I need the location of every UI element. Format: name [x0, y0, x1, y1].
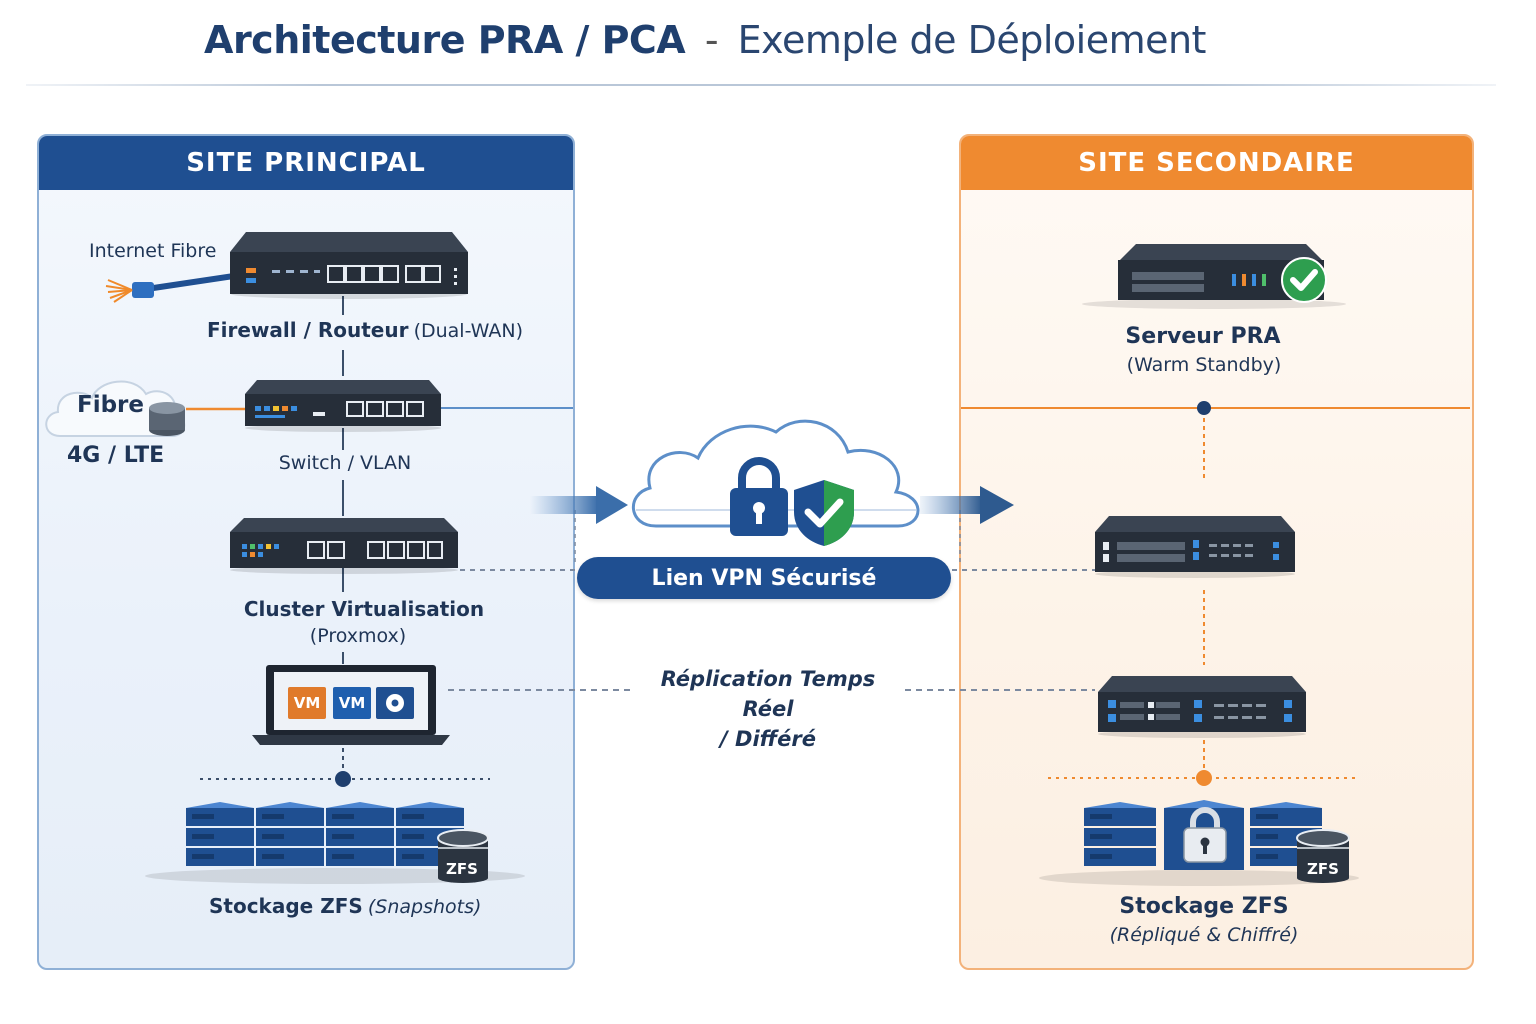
title-divider	[26, 84, 1496, 86]
modem-4g-icon	[146, 400, 188, 438]
zfs-disk-icon	[1295, 828, 1351, 884]
cluster-server-device[interactable]	[228, 516, 460, 574]
site-secondaire-header: SITE SECONDAIRE	[961, 136, 1472, 190]
firewall-detail: (Dual-WAN)	[413, 320, 524, 342]
storage-primary-label: Stockage ZFS (Snapshots)	[209, 894, 481, 918]
firewall-router-device[interactable]	[228, 230, 470, 300]
storage-primary-name: Stockage ZFS	[209, 894, 363, 918]
gear-icon[interactable]	[376, 687, 414, 719]
cluster-detail: (Proxmox)	[309, 625, 407, 647]
check-badge-icon	[1280, 256, 1328, 304]
firewall-name: Firewall / Routeur	[207, 318, 409, 342]
replication-line1: Réplication Temps Réel	[660, 667, 876, 721]
lock-icon	[1182, 806, 1228, 864]
title-subtitle: Exemple de Déploiement	[737, 18, 1207, 62]
lock-icon	[728, 456, 790, 538]
storage-secondary-detail: (Répliqué & Chiffré)	[1109, 924, 1299, 946]
title-bold: Architecture PRA / PCA	[204, 18, 686, 62]
secondary-storage-server-device[interactable]	[1096, 674, 1308, 740]
storage-secondary-name: Stockage ZFS	[1119, 894, 1289, 919]
secondary-compute-device[interactable]	[1093, 514, 1297, 580]
fiber-cable-icon	[104, 270, 234, 310]
shield-check-icon	[790, 478, 858, 548]
title-separator: -	[704, 18, 719, 62]
switch-label: Switch / VLAN	[278, 452, 412, 474]
pra-server-detail: (Warm Standby)	[1126, 354, 1282, 376]
pra-server-name: Serveur PRA	[1125, 324, 1281, 349]
cluster-name: Cluster Virtualisation	[243, 597, 485, 621]
vm-icon[interactable]: VM	[333, 687, 371, 719]
page-title: Architecture PRA / PCA - Exemple de Dépl…	[0, 18, 1410, 62]
storage-block-icon	[1034, 798, 1364, 888]
vpn-link-label: Lien VPN Sécurisé	[577, 557, 951, 599]
switch-device[interactable]	[243, 378, 443, 432]
replication-label: Réplication Temps Réel / Différé	[635, 664, 901, 754]
wan-fibre-label: Fibre	[77, 392, 145, 418]
site-principal-header: SITE PRINCIPAL	[39, 136, 573, 190]
zfs-badge-primary: ZFS	[446, 860, 478, 878]
zfs-disk-icon	[436, 828, 490, 884]
internet-fibre-label: Internet Fibre	[89, 240, 217, 262]
storage-primary-detail: (Snapshots)	[367, 896, 482, 918]
vm-icon[interactable]: VM	[288, 687, 326, 719]
replication-line2: / Différé	[720, 727, 816, 751]
wan-backup-label: 4G / LTE	[67, 443, 165, 468]
zfs-badge-secondary: ZFS	[1307, 860, 1339, 878]
firewall-label: Firewall / Routeur (Dual-WAN)	[207, 318, 523, 342]
